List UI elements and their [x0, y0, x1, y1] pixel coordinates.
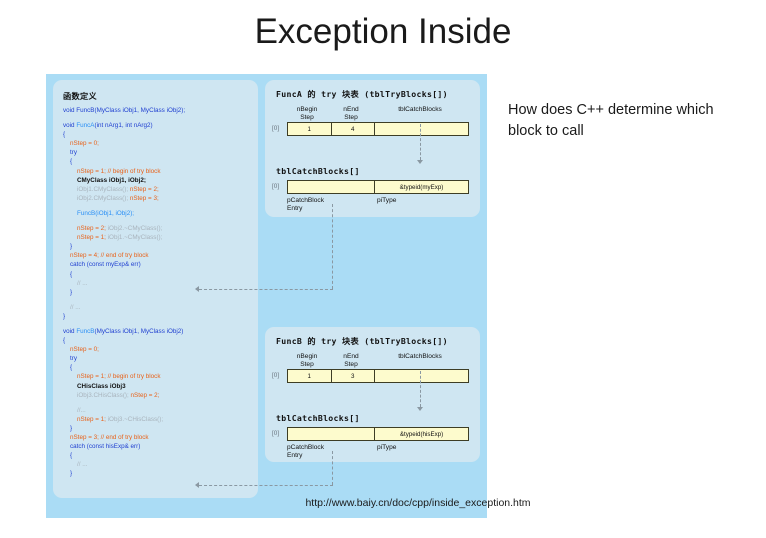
code-line: { — [63, 131, 66, 139]
funca-label-pitype: piType — [377, 197, 397, 204]
funcb-cell-nendstep: 3 — [332, 370, 376, 382]
code-line: nStep = 1; // begin of try block — [63, 373, 161, 381]
code-line: } — [63, 312, 66, 320]
code-line: nStep = 2; iObj2.~CMyClass(); — [63, 225, 163, 233]
funca-row-index: [0] — [272, 125, 280, 132]
funca-panel-title: FuncA 的 try 块表 (tblTryBlocks[]) — [276, 89, 448, 99]
code-line: try — [63, 355, 77, 363]
funcb-cell-nbeginstep: 1 — [288, 370, 332, 382]
funcb-catch-row-index: [0] — [272, 430, 280, 437]
side-note-text: How does C++ determine which block to ca… — [508, 102, 714, 139]
funcb-tryblock-row: 1 3 — [287, 369, 469, 383]
code-line: // ... — [63, 461, 88, 469]
funcb-label-pitype: piType — [377, 444, 397, 451]
funca-catch-row-index: [0] — [272, 183, 280, 190]
code-line: { — [63, 364, 73, 372]
funca-tryblock-row: 1 4 — [287, 122, 469, 136]
code-line: } — [63, 288, 73, 296]
funca-catchentry-dash-vertical — [332, 204, 333, 289]
funca-cell-nbeginstep: 1 — [288, 123, 332, 135]
code-line: { — [63, 337, 66, 345]
code-line: iObj1.CMyClass(); nStep = 2; — [63, 185, 159, 193]
code-line: nStep = 0; — [63, 140, 99, 148]
funcb-col-tblcatchblocks: tblCatchBlocks — [398, 353, 442, 360]
funca-col-tblcatchblocks: tblCatchBlocks — [398, 106, 442, 113]
funcb-catchentry-dash-vertical — [332, 451, 333, 485]
code-line: // ... — [63, 279, 88, 287]
code-line: { — [63, 270, 73, 278]
code-line: catch (const myExp& err) — [63, 261, 141, 269]
code-line: nStep = 1; iObj3.~CHisClass(); — [63, 415, 164, 423]
funca-catchentry-dash-horizontal — [199, 289, 333, 290]
code-line: nStep = 4; // end of try block — [63, 252, 149, 260]
code-listing: void FuncB(MyClass iObj1, MyClass iObj2)… — [63, 106, 259, 478]
funca-pointer-dash — [420, 124, 421, 160]
funcb-catchblock-row: &typeid(hisExp) — [287, 427, 469, 441]
funcb-cell-tblcatchblocks — [375, 370, 468, 382]
funcb-catchtable-title: tblCatchBlocks[] — [276, 413, 360, 423]
code-line: CMyClass iObj1, iObj2; — [63, 176, 146, 184]
funca-pointer-arrowhead — [417, 160, 423, 164]
code-line: { — [63, 452, 73, 460]
code-line: // ... — [63, 303, 81, 311]
code-line: FuncB(iObj1, iObj2); — [63, 209, 135, 217]
code-line: nStep = 1; iObj1.~CMyClass(); — [63, 234, 163, 242]
funca-cell-pitype: &typeid(myExp) — [399, 183, 444, 191]
code-line: nStep = 0; — [63, 346, 99, 354]
funca-cell-pcatchblockentry — [288, 181, 376, 193]
code-line: nStep = 3; // end of try block — [63, 434, 149, 441]
code-line: } — [63, 243, 73, 251]
funcb-cell-pitype: &typeid(hisExp) — [399, 430, 444, 438]
funca-catchtable-title: tblCatchBlocks[] — [276, 166, 360, 176]
source-url: http://www.baiy.cn/doc/cpp/inside_except… — [305, 497, 531, 509]
funca-catchblock-row: &typeid(myExp) — [287, 180, 469, 194]
code-line: iObj3.CHisClass(); nStep = 2; — [63, 391, 160, 399]
funcb-panel-title: FuncB 的 try 块表 (tblTryBlocks[]) — [276, 336, 448, 346]
page-title: Exception Inside — [254, 12, 512, 51]
funcb-catchentry-dash-horizontal — [199, 485, 333, 486]
funcb-cell-pcatchblockentry — [288, 428, 376, 440]
funcb-catchentry-arrowhead — [195, 482, 199, 488]
funcb-pointer-dash — [420, 371, 421, 407]
funca-cell-tblcatchblocks — [375, 123, 468, 135]
code-line: try — [63, 149, 77, 157]
code-line: catch (const hisExp& err) — [63, 443, 141, 451]
diagram-canvas: 函数定义 void FuncB(MyClass iObj1, MyClass i… — [46, 74, 487, 518]
code-line: void FuncA(int nArg1, int nArg2) — [63, 122, 153, 130]
code-line: void FuncB(MyClass iObj1, MyClass iObj2) — [63, 327, 184, 335]
code-line: } — [63, 424, 73, 432]
code-line: //... — [63, 406, 86, 414]
code-panel-title: 函数定义 — [63, 91, 97, 101]
funca-cell-nendstep: 4 — [332, 123, 376, 135]
code-line: void FuncB(MyClass iObj1, MyClass iObj2)… — [63, 107, 186, 114]
code-line: { — [63, 158, 73, 166]
funca-catchentry-arrowhead — [195, 286, 199, 292]
code-line: iObj2.CMyClass(); nStep = 3; — [63, 194, 159, 202]
funcb-row-index: [0] — [272, 372, 280, 379]
code-line: nStep = 1; // begin of try block — [63, 167, 161, 175]
funcb-pointer-arrowhead — [417, 407, 423, 411]
code-line: CHisClass iObj3 — [63, 382, 126, 390]
code-line: } — [63, 470, 73, 478]
